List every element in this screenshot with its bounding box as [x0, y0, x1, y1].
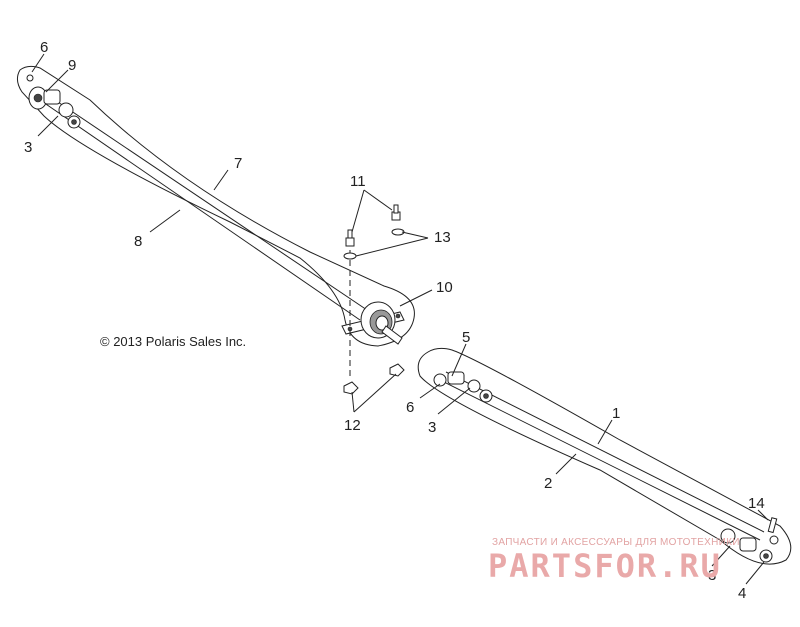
callout-11: 11 — [350, 173, 366, 190]
watermark-brand: PARTSFOR.RU — [488, 547, 722, 585]
callout-14: 14 — [748, 495, 765, 512]
watermark-subtitle: ЗАПЧАСТИ И АКСЕССУАРЫ ДЛЯ МОТОТЕХНИКИ — [492, 537, 740, 548]
callout-7: 7 — [234, 155, 242, 172]
watermark: ЗАПЧАСТИ И АКСЕССУАРЫ ДЛЯ МОТОТЕХНИКИ PA… — [488, 537, 740, 585]
rear-prop-shaft — [417, 347, 792, 565]
callout-4: 4 — [738, 585, 746, 602]
callout-13: 13 — [434, 229, 451, 246]
center-bearing — [341, 301, 405, 345]
rear-end-u-joint — [720, 517, 779, 563]
front-u-joint — [26, 74, 81, 129]
callout-3-rear-end: 3 — [708, 567, 716, 584]
callout-10: 10 — [436, 279, 453, 296]
callout-12: 12 — [344, 417, 361, 434]
copyright-notice: © 2013 Polaris Sales Inc. — [100, 334, 246, 349]
callout-6-front: 6 — [40, 39, 48, 56]
rear-front-u-joint — [433, 371, 493, 403]
callout-3-rear: 3 — [428, 419, 436, 436]
callout-9: 9 — [68, 57, 76, 74]
callout-5: 5 — [462, 329, 470, 346]
callout-labels: 6 9 3 7 8 11 13 10 12 5 6 3 1 2 14 3 4 — [24, 39, 765, 602]
callout-1: 1 — [612, 405, 620, 422]
front-prop-shaft — [16, 65, 415, 347]
callout-8: 8 — [134, 233, 142, 250]
callout-2: 2 — [544, 475, 552, 492]
callout-3-front: 3 — [24, 139, 32, 156]
mount-hardware — [343, 204, 405, 395]
leader-lines — [31, 53, 769, 585]
callout-6-rear: 6 — [406, 399, 414, 416]
